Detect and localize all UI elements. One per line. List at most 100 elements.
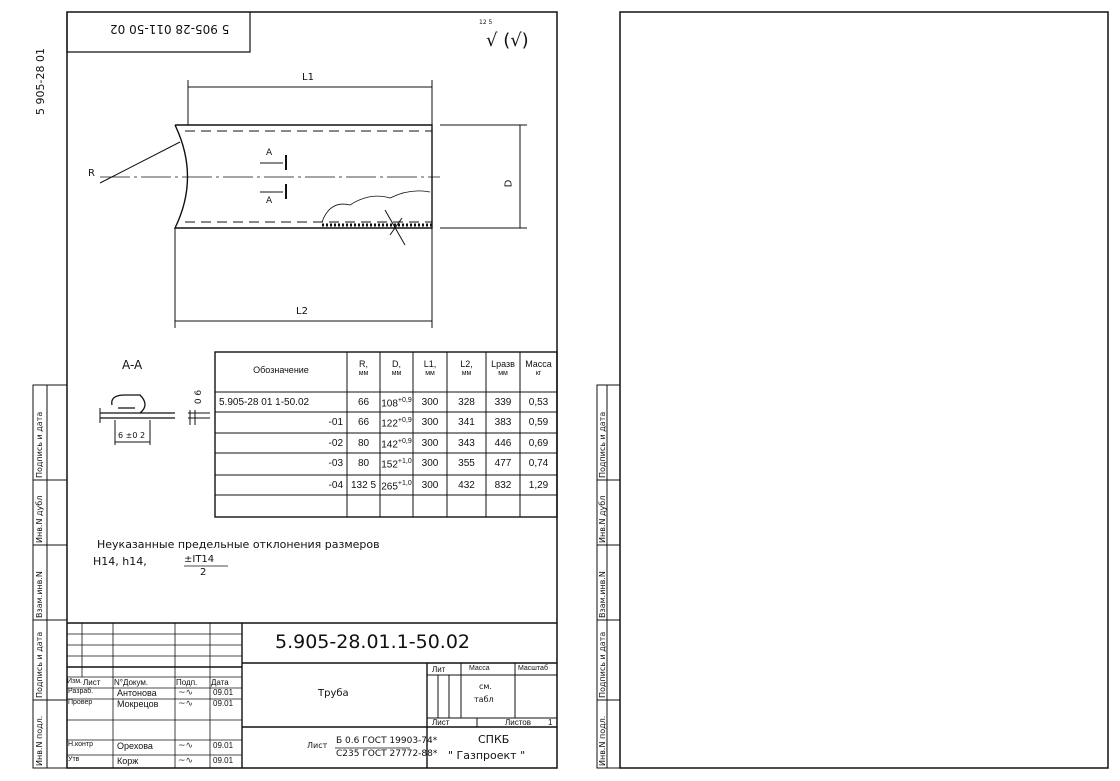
tolerance: +1,0 xyxy=(397,458,412,465)
dim-l1: L1 xyxy=(302,72,314,83)
cell-value: 66 xyxy=(357,397,370,408)
org-line-1: СПКБ xyxy=(478,733,510,746)
table-cell: -02 xyxy=(219,438,343,449)
tb-date: 09.01 xyxy=(213,756,234,765)
sheets-label: Листов xyxy=(505,718,531,727)
table-header: D,мм xyxy=(380,359,413,378)
table-header: L2,мм xyxy=(447,359,486,378)
table-cell: 265+1,0 xyxy=(380,480,413,492)
cell-value: 265 xyxy=(381,481,398,493)
cell-value: 0,59 xyxy=(528,417,549,428)
table-cell: 142+0,9 xyxy=(380,438,413,450)
table-cell: 80 xyxy=(347,438,380,449)
note-line-2: H14, h14, xyxy=(93,555,147,568)
dim-r: R xyxy=(88,168,95,179)
cell-value: 142 xyxy=(381,439,398,451)
roughness-symbol: √ (√) xyxy=(486,30,529,51)
table-cell: 66 xyxy=(347,397,380,408)
tb-date: 09.01 xyxy=(213,699,234,708)
cell-value: 66 xyxy=(357,417,370,428)
header-label: L1, xyxy=(423,359,437,369)
sidebar-label: Подпись и дата xyxy=(598,631,607,698)
table-cell: 5.905-28 01 1-50.02 xyxy=(219,397,343,408)
table-cell: 300 xyxy=(413,417,447,428)
cell-value: 152 xyxy=(381,459,398,471)
table-cell: -01 xyxy=(219,417,343,428)
table-cell: 832 xyxy=(486,480,520,491)
dim-d: D xyxy=(503,179,515,188)
tb-role: Н.контр xyxy=(68,741,93,748)
tb-name: Мокрецов xyxy=(117,699,159,709)
cell-value: 477 xyxy=(494,458,512,469)
tb-header: Дата xyxy=(211,678,229,687)
cell-value: -04 xyxy=(328,480,343,491)
table-cell: 1,29 xyxy=(520,480,557,491)
material-label: Лист xyxy=(307,741,328,750)
header-unit: мм xyxy=(498,369,508,377)
table-cell: 477 xyxy=(486,458,520,469)
cell-value: 1,29 xyxy=(528,480,549,491)
cell-value: 328 xyxy=(458,397,475,408)
table-cell: 432 xyxy=(447,480,486,491)
tb-date: 09.01 xyxy=(213,741,234,750)
cell-value: 5.905-28 01 1-50.02 xyxy=(219,397,310,408)
scale-label: Масштаб xyxy=(518,665,548,672)
table-cell: 0,74 xyxy=(520,458,557,469)
signature-icon: ~∿ xyxy=(178,688,194,698)
header-label: Обозначение xyxy=(253,365,309,375)
header-label: D, xyxy=(392,359,401,369)
section-width: 6 ±0 2 xyxy=(118,431,146,440)
cell-value: 343 xyxy=(458,438,475,449)
cell-value: 300 xyxy=(421,438,439,449)
cell-value: 0,69 xyxy=(528,438,549,449)
table-cell: -03 xyxy=(219,458,343,469)
table-cell: 0,69 xyxy=(520,438,557,449)
cell-value: -01 xyxy=(328,417,343,428)
cell-value: 432 xyxy=(458,480,475,491)
table-cell: -04 xyxy=(219,480,343,491)
note-frac-num: ±IT14 xyxy=(184,554,215,565)
header-unit: мм xyxy=(358,369,369,377)
tb-header: N°Докум. xyxy=(114,678,149,687)
header-label: R, xyxy=(359,359,368,369)
cell-value: 108 xyxy=(381,398,398,410)
note-frac-den: 2 xyxy=(200,567,207,578)
tb-header: Изм. xyxy=(67,678,82,685)
table-cell: 132 5 xyxy=(347,480,380,491)
cell-value: 339 xyxy=(494,397,512,408)
table-cell: 300 xyxy=(413,397,447,408)
tb-name: Антонова xyxy=(117,688,157,698)
table-cell: 339 xyxy=(486,397,520,408)
table-cell: 66 xyxy=(347,417,380,428)
tb-date: 09.01 xyxy=(213,688,234,697)
tb-name: Орехова xyxy=(117,741,153,751)
sidebar-label: Подпись и дата xyxy=(598,411,607,478)
table-cell: 300 xyxy=(413,480,447,491)
sheets-value: 1 xyxy=(548,718,553,727)
header-label: Lразв xyxy=(491,359,515,369)
table-cell: 80 xyxy=(347,458,380,469)
section-mark-bottom: A xyxy=(266,196,273,206)
cell-value: 446 xyxy=(494,438,512,449)
cell-value: -02 xyxy=(328,438,343,449)
tb-header: Подп. xyxy=(176,678,198,687)
cell-value: 0,53 xyxy=(528,397,549,408)
sidebar-label: Инв.N дубл xyxy=(35,495,44,543)
table-cell: 0,59 xyxy=(520,417,557,428)
section-mark-top: A xyxy=(266,148,273,158)
table-header: R,мм xyxy=(347,359,380,378)
table-cell: 328 xyxy=(447,397,486,408)
tolerance: +1,0 xyxy=(397,480,412,487)
cell-value: 832 xyxy=(494,480,512,491)
cell-value: 122 xyxy=(381,418,398,430)
header-label: Масса xyxy=(525,359,552,369)
cell-value: -03 xyxy=(328,458,343,469)
tb-role: Утв xyxy=(68,756,80,763)
table-cell: 446 xyxy=(486,438,520,449)
sidebar-label: Взам.инв.N xyxy=(35,571,44,618)
tolerance: +0,9 xyxy=(397,417,412,424)
cell-value: 383 xyxy=(494,417,512,428)
